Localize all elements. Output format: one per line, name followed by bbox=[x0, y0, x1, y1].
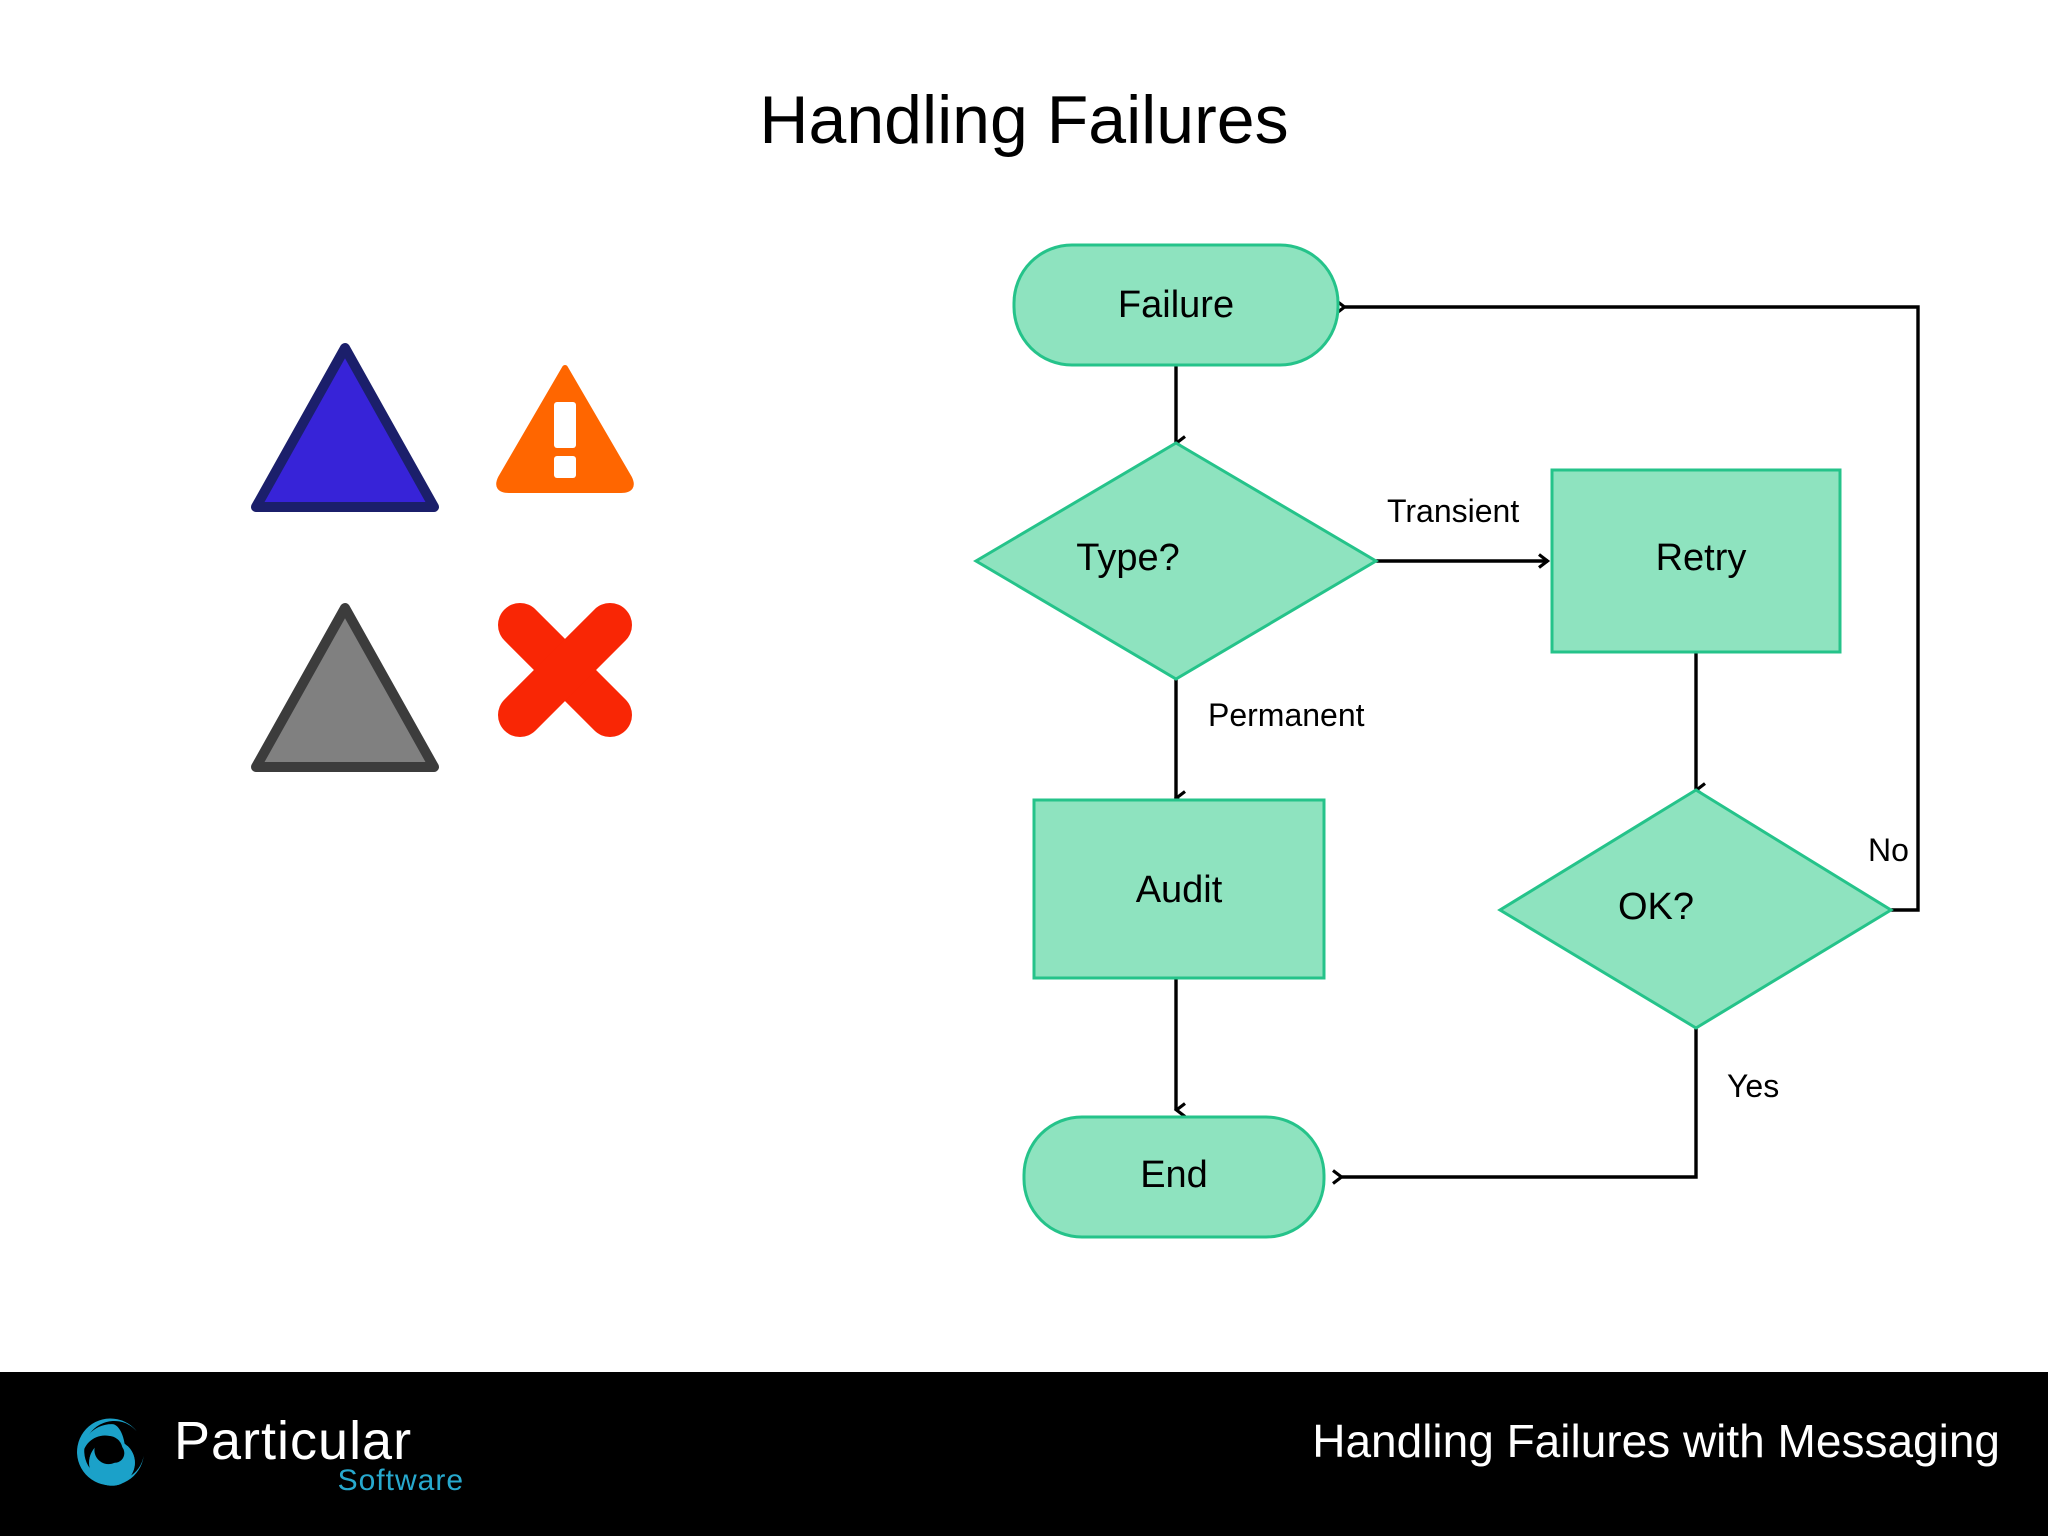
triangle-gray-icon bbox=[250, 600, 440, 780]
page-title: Handling Failures bbox=[759, 81, 1289, 158]
node-failure bbox=[1012, 243, 1340, 367]
node-ok bbox=[1497, 788, 1894, 1030]
triangle-blue-icon bbox=[250, 340, 440, 520]
node-audit bbox=[1032, 798, 1326, 980]
edge-ok-end-yes bbox=[1332, 1028, 1698, 1185]
warning-triangle-icon bbox=[495, 360, 635, 505]
logo-particular-text: Particular bbox=[174, 1411, 413, 1471]
cross-red-icon bbox=[490, 595, 640, 750]
edge-label-yes: Yes bbox=[1727, 1068, 1780, 1104]
particular-swirl-icon bbox=[77, 1418, 144, 1486]
edge-ok-failure-no bbox=[1335, 299, 1920, 912]
footer-caption: Handling Failures with Messaging bbox=[1312, 1415, 2000, 1467]
particular-software-logo: Particular Software bbox=[68, 1406, 464, 1502]
node-end bbox=[1022, 1115, 1326, 1239]
node-retry bbox=[1550, 468, 1842, 654]
node-type bbox=[973, 441, 1379, 681]
edge-label-permanent: Permanent bbox=[1208, 697, 1365, 733]
logo-software-text: Software bbox=[337, 1464, 464, 1497]
icon-cluster bbox=[240, 330, 670, 800]
edge-label-transient: Transient bbox=[1387, 493, 1520, 529]
edge-label-no: No bbox=[1868, 832, 1909, 868]
logo-wordmark: Particular Software bbox=[174, 1408, 464, 1500]
footer-bar: Particular Software Handling Failures wi… bbox=[0, 1372, 2048, 1536]
flowchart: Failure Type? Retry Audit OK? End Transi… bbox=[973, 243, 1920, 1239]
